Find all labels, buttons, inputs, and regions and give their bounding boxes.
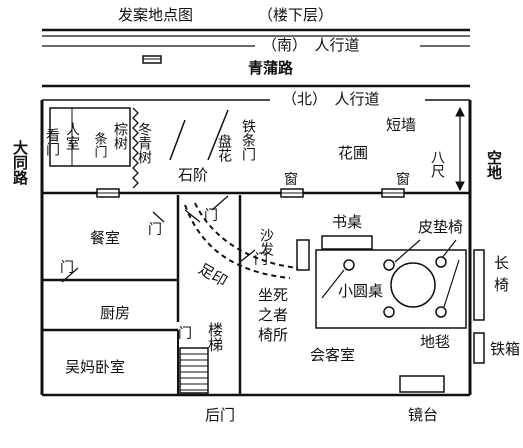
flower-bed-label: 盘花 [216,133,232,163]
chair-circles [343,256,447,318]
iron-gate-label: 铁条门 [240,119,256,162]
south-sidewalk: （南） 人行道 [42,28,470,54]
north-sidewalk-label: （北） 人行道 [282,90,380,108]
carpet-label: 地毯 [420,333,450,351]
victim-chair-label-2: 之者 [258,306,288,324]
mirror-stand-label: 镜台 [408,406,438,424]
eight-feet-dimension [455,106,465,192]
stone-steps-label: 石阶 [178,166,208,184]
garden-label: 花圃 [338,144,368,162]
hedge-gate-label: 条门 [92,131,108,158]
north-sidewalk: （北） 人行道 [42,84,470,108]
qingpu-road-label: 青蒲路 [248,59,294,77]
south-sidewalk-label: （南） 人行道 [262,36,360,54]
gate-room-box [49,107,131,167]
door-label-1: 门 [60,260,74,276]
footprint-trail [184,202,299,279]
sofa-shape [296,239,310,271]
round-table-shape [390,262,436,308]
long-bench-shape [473,249,485,321]
door-label-4: 门 [254,252,268,268]
evergreen-tree-label: 冬青树 [136,122,152,165]
short-wall-label: 短墙 [386,116,416,134]
window-1 [96,188,120,198]
sofa-label: 沙发 [258,228,274,256]
back-door-label: 后门 [205,406,235,424]
stairs-shape [179,347,209,394]
diagram-title: 发案地点图 [118,6,193,24]
footprints-label: 足印 [195,260,230,291]
mirror-stand-shape [399,375,445,393]
desk-label: 书桌 [332,213,362,231]
door-label-5: 门 [178,326,192,342]
iron-box-shape [473,332,485,364]
victim-chair-label-1: 坐死 [258,286,288,304]
datong-road-label: 大同路 [11,139,29,185]
living-room-walls [239,249,256,263]
dining-room-label: 餐室 [90,229,120,247]
long-bench-label-2: 椅 [494,276,509,294]
empty-lot-label: 空地 [485,149,503,180]
window-1-label: 窗 [284,171,298,188]
cushion-chairs-label: 皮垫椅 [418,218,463,236]
desk-shape [321,235,373,250]
carpet-shape [315,249,467,329]
diagram-subtitle: （楼下层） [258,6,333,24]
wu-ma-bedroom-label: 吴妈卧室 [65,358,125,376]
round-table-label: 小圆桌 [338,282,383,300]
living-room-label: 会客室 [310,346,355,364]
gate-room-label-1: 看门 [44,128,60,157]
long-bench-label-1: 长 [494,254,509,272]
chair-arrows [321,239,460,308]
outer-walls [40,100,472,397]
palm-tree-label: 棕树 [112,122,128,151]
iron-box-label: 铁箱 [490,340,520,358]
interior-walls [42,195,242,395]
hedge-line [132,107,139,189]
stairs-label: 楼梯 [206,322,224,352]
window-2-label: 窗 [396,171,410,188]
door-label-3: 门 [204,208,218,224]
window-2 [280,188,304,198]
kitchen-label: 厨房 [100,304,130,322]
window-3 [381,188,405,198]
eight-feet-label: 八尺 [429,150,445,178]
door-label-2: 门 [148,222,162,238]
victim-chair-label-3: 椅所 [258,326,288,344]
